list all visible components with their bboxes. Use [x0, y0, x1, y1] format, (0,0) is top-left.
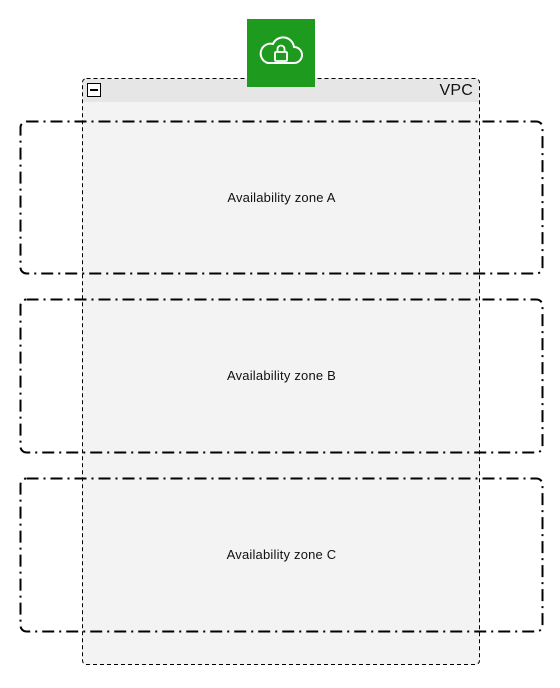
- zone-label: Availability zone B: [226, 368, 337, 383]
- collapse-button[interactable]: [87, 83, 101, 97]
- zone-label: Availability zone A: [227, 190, 336, 205]
- availability-zone-b[interactable]: Availability zone B: [20, 299, 543, 452]
- cloud-lock-icon[interactable]: [247, 19, 315, 87]
- zone-label: Availability zone C: [226, 547, 337, 562]
- availability-zone-a[interactable]: Availability zone A: [20, 121, 543, 274]
- vpc-label: VPC: [439, 82, 473, 99]
- availability-zone-c[interactable]: Availability zone C: [20, 478, 543, 631]
